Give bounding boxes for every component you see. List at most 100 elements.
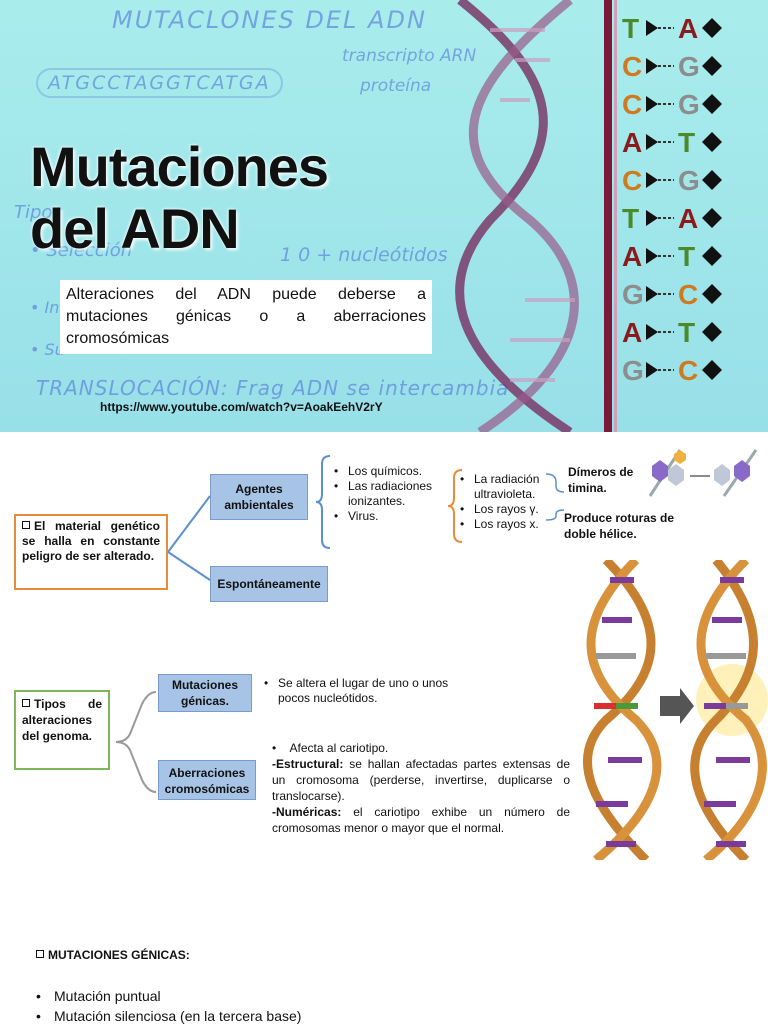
bond-right-icon	[702, 360, 722, 380]
handwritten-proteina: proteína	[360, 76, 432, 96]
youtube-link[interactable]: https://www.youtube.com/watch?v=AoakEehV…	[100, 400, 383, 414]
handwritten-bullet-b: • Su	[30, 340, 65, 359]
bond-right-icon	[702, 170, 722, 190]
base-right: C	[678, 355, 698, 386]
bond-left-icon	[646, 324, 658, 340]
base-left: C	[622, 51, 642, 82]
handwritten-title: MUTACLONES DEL ADN	[112, 6, 427, 34]
checkbox-icon	[36, 950, 44, 958]
base-right: T	[678, 317, 695, 348]
handwritten-bullet-a: • In	[30, 298, 60, 317]
agent-list: Los químicos. Las radiaciones ionizantes…	[334, 464, 446, 524]
handwritten-sequence: ATGCCTAGGTCATGA	[36, 68, 283, 98]
bond-right-icon	[702, 246, 722, 266]
bond-left-icon	[646, 58, 658, 74]
base-right: T	[678, 241, 695, 272]
list-item: Mutación puntual	[36, 986, 301, 1006]
material-text: El material genético se halla en constan…	[22, 519, 160, 563]
base-right: G	[678, 165, 700, 196]
handwritten-tipos: Tipos	[14, 202, 62, 223]
intro-text: Alteraciones del ADN puede deberse a mut…	[60, 280, 432, 354]
numericas-label: -Numéricas:	[272, 805, 342, 819]
handwritten-translocacion: TRANSLOCACIÓN: Frag ADN se intercambia	[36, 376, 510, 400]
list-item: Los rayos x.	[460, 517, 556, 532]
list-item: Virus.	[334, 509, 446, 524]
base-right: A	[678, 203, 698, 234]
bond-right-icon	[702, 284, 722, 304]
diagram1-connectors	[167, 455, 565, 581]
cariotipo-text: Afecta al cariotipo.	[289, 741, 389, 755]
bond-right-icon	[702, 94, 722, 114]
bullet-dot: •	[272, 741, 290, 755]
radiation-list: La radiación ultravioleta. Los rayos γ. …	[460, 472, 556, 532]
section-title-text: MUTACIONES GÉNICAS:	[48, 948, 190, 962]
diagram2-bracket	[115, 691, 157, 793]
tipos-alteraciones-box: Tipos de alteraciones del genoma.	[14, 690, 110, 770]
material-genetico-box: El material genético se halla en constan…	[14, 514, 168, 590]
bond-right-icon	[702, 208, 722, 228]
bond-left-icon	[646, 286, 658, 302]
agentes-ambientales-box: Agentes ambientales	[210, 474, 308, 520]
base-left: G	[622, 279, 644, 310]
dna-helix-illustration	[455, 0, 579, 432]
section-title: MUTACIONES GÉNICAS:	[36, 948, 190, 962]
bond-left-icon	[646, 172, 658, 188]
aberraciones-description: • Afecta al cariotipo. -Estructural: se …	[272, 740, 570, 836]
handwritten-transcripto: transcripto ARN	[342, 46, 477, 66]
title-line-2: del ADN	[30, 197, 240, 260]
base-left: C	[622, 165, 642, 196]
estructural-label: -Estructural:	[272, 757, 344, 771]
base-left: A	[622, 127, 642, 158]
bond-left-icon	[646, 20, 658, 36]
bond-left-icon	[646, 248, 658, 264]
checkbox-icon	[22, 699, 30, 707]
base-right: A	[678, 13, 698, 44]
list-item: La radiación ultravioleta.	[460, 472, 556, 502]
header-banner: MUTACLONES DEL ADN ATGCCTAGGTCATGA trans…	[0, 0, 768, 432]
base-left: G	[622, 355, 644, 386]
aberraciones-cromosomicas-box: Aberraciones cromosómicas	[158, 760, 256, 800]
mutaciones-genicas-list: Mutación puntual Mutación silenciosa (en…	[36, 986, 301, 1024]
handwritten-seleccion: • Selección	[30, 240, 133, 261]
bond-right-icon	[702, 18, 722, 38]
mutaciones-genicas-box: Mutaciones génicas.	[158, 674, 252, 712]
page-title: Mutaciones del ADN	[30, 135, 329, 260]
list-item: Los químicos.	[334, 464, 446, 479]
bond-left-icon	[646, 362, 658, 378]
base-left: C	[622, 89, 642, 120]
base-right: T	[678, 127, 695, 158]
bond-right-icon	[702, 56, 722, 76]
bond-right-icon	[702, 322, 722, 342]
checkbox-icon	[22, 521, 30, 529]
mutation-helix-illustration	[583, 560, 768, 860]
bond-left-icon	[646, 134, 658, 150]
list-item: Los rayos γ.	[460, 502, 556, 517]
bond-left-icon	[646, 210, 658, 226]
bond-right-icon	[702, 132, 722, 152]
genicas-description: Se altera el lugar de uno o unos pocos n…	[264, 676, 464, 706]
list-item: Se altera el lugar de uno o unos pocos n…	[264, 676, 464, 706]
base-left: A	[622, 241, 642, 272]
title-line-1: Mutaciones	[30, 135, 329, 198]
list-item: Las radiaciones ionizantes.	[334, 479, 446, 509]
tipos-text: Tipos de alteraciones del genoma.	[22, 697, 102, 743]
espontaneamente-box: Espontáneamente	[210, 566, 328, 602]
base-left: T	[622, 13, 639, 44]
numericas-text: el cariotipo exhibe un número de cromoso…	[272, 805, 570, 835]
thymine-dimer-illustration	[648, 449, 758, 497]
dimeros-text: Dímeros de timina.	[568, 465, 634, 495]
base-right: G	[678, 89, 700, 120]
base-right: G	[678, 51, 700, 82]
handwritten-nucleotidos: 1 0 + nucleótidos	[280, 244, 448, 266]
